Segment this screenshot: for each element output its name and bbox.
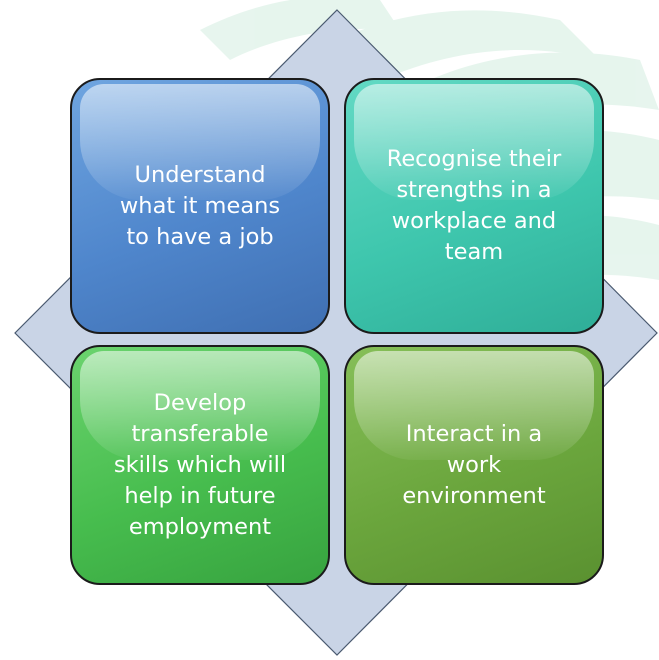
tile-line: skills which will: [113, 451, 287, 478]
tile-line: workplace and: [391, 208, 557, 234]
tile-line: help in future: [124, 482, 276, 509]
tile-line: transferable: [131, 420, 269, 447]
tile-transferable-skills-text: Develop transferable skills which will h…: [106, 388, 294, 543]
tile-transferable-skills: Develop transferable skills which will h…: [70, 345, 330, 585]
tile-line: what it means: [119, 192, 281, 219]
tile-line: Interact in a: [405, 420, 543, 447]
tile-recognise-strengths-text: Recognise their strengths in a workplace…: [379, 144, 570, 268]
tile-interact-work: Interact in a work environment: [344, 345, 604, 585]
tile-line: team: [444, 239, 504, 265]
tile-line: employment: [128, 513, 272, 540]
tile-line: to have a job: [126, 223, 274, 250]
tile-understand-job: Understand what it means to have a job: [70, 78, 330, 334]
tile-line: Recognise their: [386, 146, 562, 172]
tile-line: strengths in a: [396, 177, 552, 203]
tile-understand-job-text: Understand what it means to have a job: [112, 160, 288, 253]
tile-recognise-strengths: Recognise their strengths in a workplace…: [344, 78, 604, 334]
tile-interact-work-text: Interact in a work environment: [394, 419, 553, 512]
tile-line: work: [446, 451, 502, 478]
tile-line: Develop: [153, 389, 247, 416]
tile-line: Understand: [134, 161, 266, 188]
tile-line: environment: [402, 482, 546, 509]
